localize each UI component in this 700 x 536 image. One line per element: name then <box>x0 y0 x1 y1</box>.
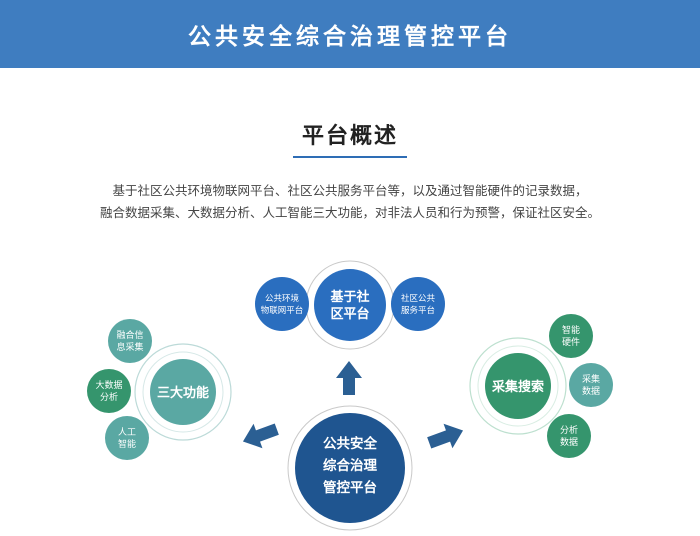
top-main-line-2: 区平台 <box>330 306 369 322</box>
top-main-line-1: 基于社 <box>329 289 369 305</box>
left-item-1-line-2: 息采集 <box>116 341 143 353</box>
top-cluster: 基于社 区平台 公共环境 物联网平台 社区公共 服务平台 <box>255 260 445 350</box>
right-item-2-line-2: 数据 <box>582 385 600 397</box>
center-line-3: 管控平台 <box>323 479 377 496</box>
top-left-line-1: 公共环境 <box>265 293 300 304</box>
left-item-3-line-1: 人工 <box>118 427 136 438</box>
section-underline <box>293 156 407 158</box>
left-item-2-line-2: 分析 <box>100 391 118 403</box>
right-item-1-line-2: 硬件 <box>562 336 580 348</box>
right-main-label: 采集搜索 <box>491 379 544 395</box>
right-item-2-line-1: 采集 <box>582 373 600 385</box>
left-cluster: 三大功能 融合信 息采集 大数据 分析 人工 智能 <box>87 319 232 460</box>
description: 基于社区公共环境物联网平台、社区公共服务平台等，以及通过智能硬件的记录数据， 融… <box>40 180 660 224</box>
center-cluster: 公共安全 综合治理 管控平台 <box>287 405 413 531</box>
right-item-3-line-2: 数据 <box>560 436 578 448</box>
description-line-2: 融合数据采集、大数据分析、人工智能三大功能，对非法人员和行为预警，保证社区安全。 <box>99 205 600 220</box>
left-main-label: 三大功能 <box>157 385 209 401</box>
center-line-1: 公共安全 <box>323 435 377 452</box>
description-line-1: 基于社区公共环境物联网平台、社区公共服务平台等，以及通过智能硬件的记录数据， <box>112 183 588 198</box>
right-cluster: 采集搜索 智能 硬件 采集 数据 分析 数据 <box>469 314 613 458</box>
header-bar: 公共安全综合治理管控平台 <box>0 0 700 68</box>
center-line-2: 综合治理 <box>323 457 377 474</box>
arrow-right <box>427 423 464 449</box>
left-item-1-line-1: 融合信 <box>116 329 143 341</box>
left-item-3-line-2: 智能 <box>118 438 136 450</box>
arrow-left <box>242 423 279 449</box>
top-right-line-2: 服务平台 <box>401 305 435 316</box>
section-title: 平台概述 <box>301 124 398 149</box>
top-left-line-2: 物联网平台 <box>261 305 304 316</box>
left-item-2-line-1: 大数据 <box>95 379 122 391</box>
top-right-line-1: 社区公共 <box>401 293 436 304</box>
right-item-1-line-1: 智能 <box>562 324 580 336</box>
arrow-up <box>336 361 362 395</box>
page-title: 公共安全综合治理管控平台 <box>188 24 512 50</box>
right-item-3-line-1: 分析 <box>560 424 578 436</box>
